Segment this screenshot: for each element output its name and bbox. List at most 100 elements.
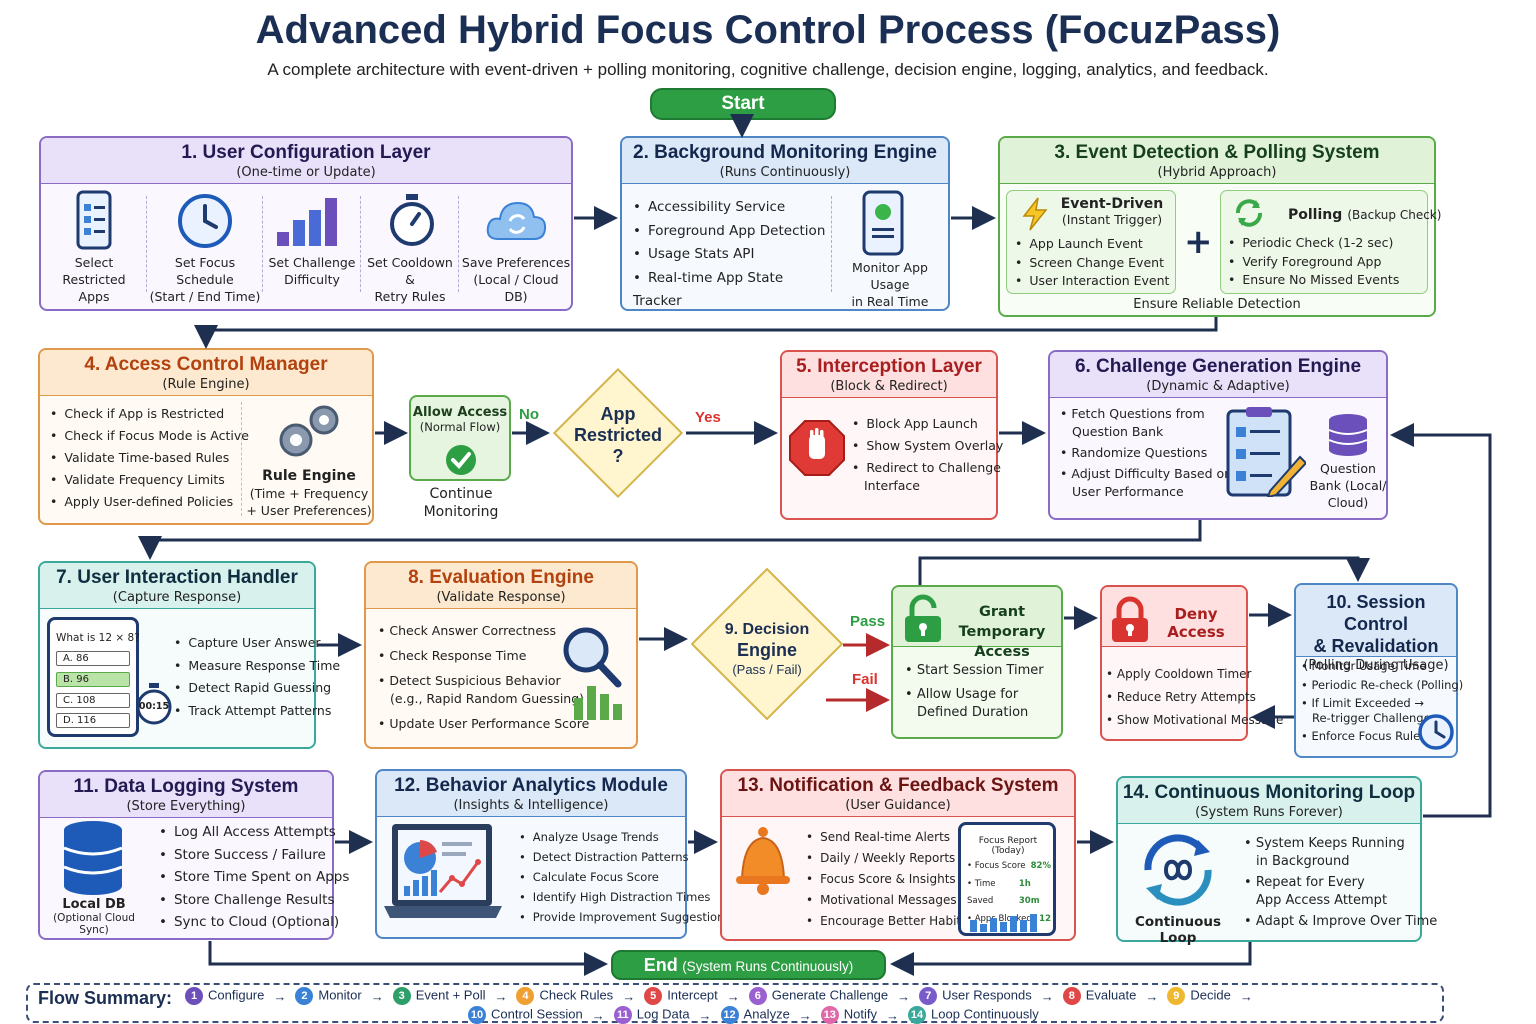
end-sublabel: (System Runs Continuously) — [682, 959, 854, 974]
box6-title: 6. Challenge Generation Engine — [1074, 356, 1362, 377]
deny-title: Deny Access — [1167, 605, 1225, 641]
flow-step-label: Intercept — [667, 987, 718, 1003]
box5-title: 5. Interception Layer — [796, 356, 982, 377]
flow-step-number: 6 — [748, 987, 767, 1005]
flow-step-number: 7 — [919, 987, 938, 1005]
box14-subtitle: (System Runs Forever) — [1195, 805, 1343, 820]
deny-list: • Apply Cooldown Timer • Reduce Retry At… — [1106, 667, 1284, 727]
allow-access-sub: (Normal Flow) — [419, 420, 501, 434]
plus-sign: + — [1184, 222, 1213, 262]
flow-arrow-icon: → — [798, 1007, 812, 1023]
flow-arrow-icon: → — [897, 988, 911, 1004]
flow-step-label: Check Rules — [539, 987, 614, 1003]
clock-small-icon — [1417, 713, 1455, 755]
box12-title: 12. Behavior Analytics Module — [394, 775, 668, 796]
flow-summary-label: Flow Summary: — [38, 988, 173, 1008]
flow-arrow-icon: → — [1040, 988, 1054, 1004]
focus-report-title: Focus Report (Today) — [978, 836, 1038, 856]
box10-list: • Monitor Usage Time • Periodic Re-check… — [1301, 659, 1464, 743]
box7-title: 7. User Interaction Handler — [56, 567, 298, 588]
flow-step-number: 2 — [295, 987, 314, 1005]
deny-access — [1100, 585, 1248, 741]
box10-subtitle: (Polling During Usage) — [1303, 658, 1449, 673]
quiz-option-c[interactable]: C. 108 — [56, 693, 130, 708]
decision2-line1: 9. Decision — [724, 621, 810, 638]
continuous-monitoring-loop: 14. Continuous Monitoring Loop(System Ru… — [1116, 776, 1422, 942]
quiz-option-d[interactable]: D. 116 — [56, 713, 130, 728]
timer-value: 00:15 — [138, 701, 170, 712]
checkmark-icon — [445, 444, 477, 480]
pass-label: Pass — [850, 613, 886, 630]
local-db-sub: (Optional Cloud Sync) — [53, 912, 135, 936]
unlocked-padlock-icon — [902, 594, 944, 648]
allow-access-title: Allow Access — [412, 405, 508, 420]
box1-subtitle: (One-time or Update) — [236, 165, 376, 180]
quiz-question: What is 12 × 8? — [56, 632, 140, 644]
box3-footer: Ensure Reliable Detection — [1133, 297, 1301, 312]
flow-step-label: Analyze — [743, 1006, 790, 1022]
quiz-option-a[interactable]: A. 86 — [56, 651, 130, 666]
box3-title: 3. Event Detection & Polling System — [1054, 142, 1380, 163]
phone-checklist-icon — [76, 190, 112, 254]
user-configuration-layer: 1. User Configuration Layer(One-time or … — [39, 136, 573, 311]
flow-step-number: 9 — [1167, 987, 1186, 1005]
flow-step-number: 5 — [644, 987, 663, 1005]
refresh-icon — [1232, 196, 1266, 234]
database-icon — [1327, 412, 1369, 462]
flow-arrow-icon: → — [1239, 988, 1253, 1004]
flow-step-number: 3 — [392, 987, 411, 1005]
bell-icon — [728, 826, 798, 900]
flow-step-number: 4 — [516, 987, 535, 1005]
config-item-cooldown: Set Cooldown &Retry Rules — [367, 255, 453, 304]
box12-list: Analyze Usage TrendsDetect Distraction P… — [519, 827, 731, 927]
grant-temporary-access — [891, 585, 1063, 739]
box2-subtitle: (Runs Continuously) — [719, 165, 851, 180]
decision2-line2: Engine — [736, 640, 797, 660]
flow-arrow-icon: → — [591, 1007, 605, 1023]
page-title: Advanced Hybrid Focus Control Process (F… — [255, 8, 1281, 52]
infinity-loop-icon — [1136, 828, 1220, 916]
box5-item3-cont: Interface — [864, 478, 920, 493]
box4-title: 4. Access Control Manager — [84, 354, 328, 375]
box11-subtitle: (Store Everything) — [126, 799, 246, 814]
rule-engine-title: Rule Engine — [262, 468, 356, 484]
polling-list: Periodic Check (1-2 sec)Verify Foregroun… — [1228, 234, 1399, 290]
focus-report-phone — [958, 822, 1056, 936]
laptop-analytics-icon — [382, 822, 504, 926]
grant-title-2: Access — [974, 644, 1030, 660]
flow-arrow-icon: → — [1145, 988, 1159, 1004]
box10-title-1: 10. Session Control — [1326, 592, 1426, 634]
no-label: No — [519, 406, 539, 423]
box12-subtitle: (Insights & Intelligence) — [453, 798, 609, 813]
quiz-option-b[interactable]: B. 96 — [56, 672, 130, 687]
box10-title-2: & Revalidation — [1313, 636, 1439, 656]
decision1-line2: Restricted — [573, 425, 663, 445]
report-mini-bars — [968, 912, 1048, 936]
flow-step-number: 11 — [613, 1006, 632, 1024]
flow-step-label: Event + Poll — [415, 987, 486, 1003]
cloud-sync-icon — [484, 197, 548, 247]
flow-step-label: Loop Continuously — [931, 1006, 1039, 1022]
event-driven-sub: (Instant Trigger) — [1061, 212, 1163, 227]
box5-list: Block App LaunchShow System OverlayRedir… — [852, 413, 1003, 479]
flow-arrow-icon: → — [273, 988, 287, 1004]
flow-step-label: Monitor — [318, 987, 362, 1003]
flow-arrow-icon: → — [494, 988, 508, 1004]
flow-arrow-icon: → — [622, 988, 636, 1004]
flow-step-number: 8 — [1062, 987, 1081, 1005]
box8-subtitle: (Validate Response) — [436, 590, 566, 605]
